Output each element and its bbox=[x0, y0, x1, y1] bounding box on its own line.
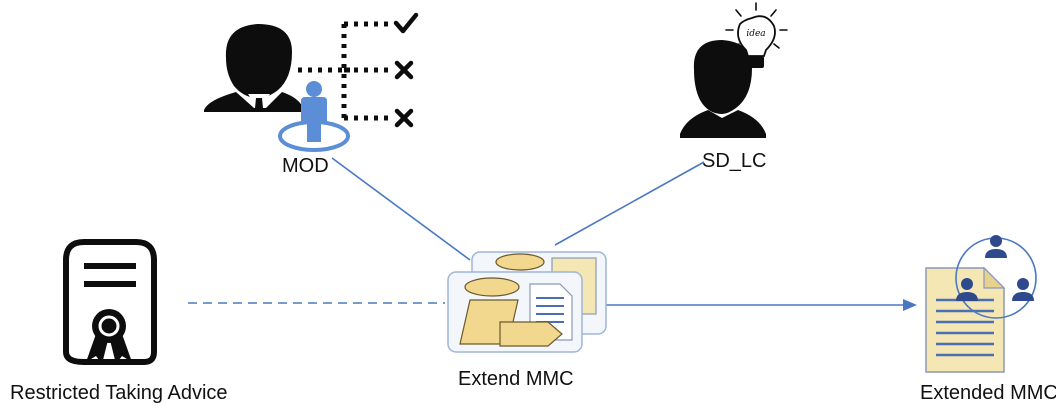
document-network-icon bbox=[925, 235, 1037, 373]
mod-label: MOD bbox=[282, 155, 329, 177]
connector-mod-to-extend bbox=[331, 157, 471, 261]
connector-sdlc-to-extend bbox=[554, 161, 705, 246]
manager-checklist-icon bbox=[204, 12, 419, 152]
certificate-icon bbox=[63, 239, 157, 365]
sd-lc-label: SD_LC bbox=[702, 150, 767, 172]
extended-mmc-label: Extended MMC bbox=[920, 382, 1056, 404]
arrowhead-icon bbox=[903, 299, 917, 311]
process-shapes-icon bbox=[447, 251, 607, 353]
bulb-idea-text: idea bbox=[746, 29, 765, 39]
person-idea-icon bbox=[680, 2, 788, 138]
extend-mmc-label: Extend MMC bbox=[458, 368, 574, 390]
restricted-taking-advice-label: Restricted Taking Advice bbox=[10, 382, 228, 404]
